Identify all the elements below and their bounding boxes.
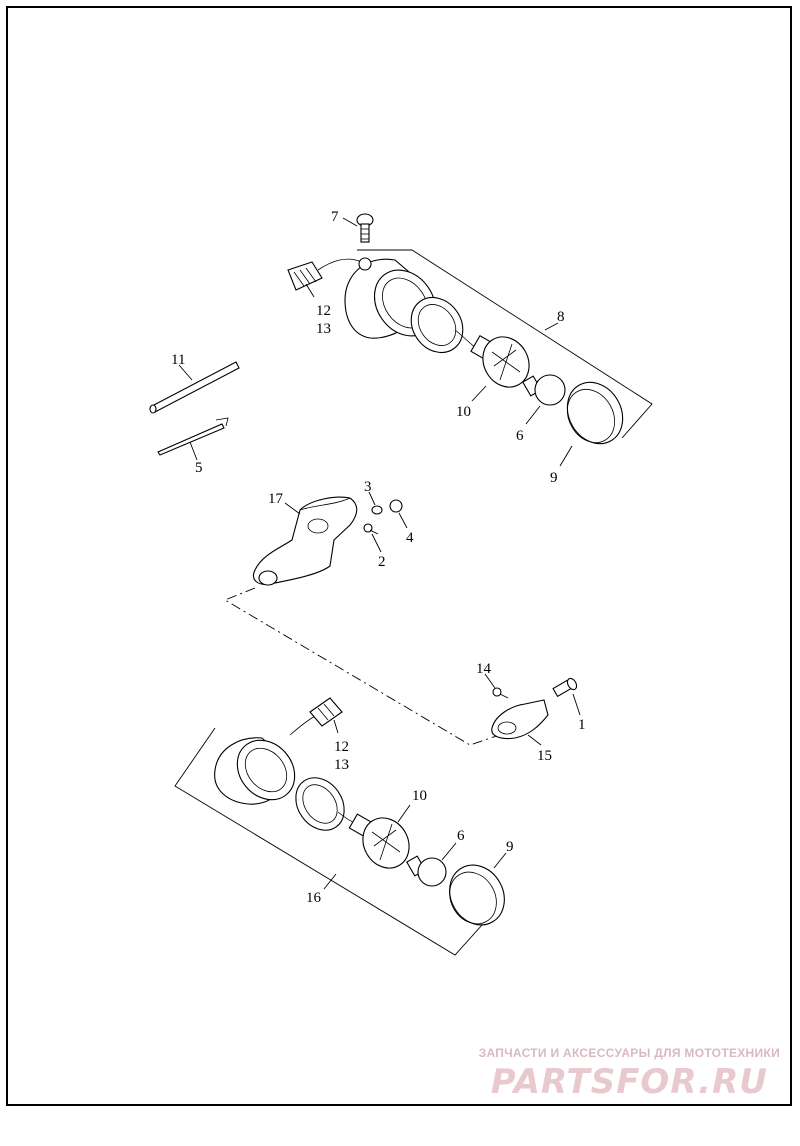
callout-6-bottom: 6 (457, 828, 465, 844)
callout-3: 3 (364, 479, 372, 495)
lens-bottom (449, 864, 505, 926)
socket-top (454, 329, 530, 388)
watermark-logo: PARTSFOR.RU (490, 1062, 768, 1102)
callout-8: 8 (557, 309, 565, 325)
gasket-top (410, 296, 464, 354)
bulb-bottom (406, 855, 447, 887)
callout-17: 17 (268, 491, 284, 507)
callout-12-top: 12 (316, 303, 331, 319)
callout-13-top: 13 (316, 321, 331, 337)
callout-15: 15 (537, 748, 552, 764)
leader-lines (178, 217, 581, 890)
drawing-frame (6, 6, 792, 1106)
lens-top (566, 381, 624, 445)
rod-11 (149, 361, 240, 414)
callout-12-bottom: 12 (334, 739, 349, 755)
upper-turn-signal-assembly (287, 213, 653, 445)
bracket-15 (491, 699, 549, 740)
watermark: ЗАПЧАСТИ И АКСЕССУАРЫ ДЛЯ МОТОТЕХНИКИ PA… (479, 1046, 780, 1102)
callout-16: 16 (306, 890, 322, 906)
socket-bottom (337, 811, 410, 869)
callout-14: 14 (476, 661, 492, 677)
callout-6-top: 6 (516, 428, 524, 444)
callout-labels: 7 12 13 8 11 10 6 9 5 17 3 4 2 14 1 15 1… (171, 209, 586, 906)
screw-1 (552, 677, 578, 698)
nut-4 (389, 499, 403, 513)
callout-9-top: 9 (550, 470, 558, 486)
connector-top (287, 258, 363, 291)
tie-5 (157, 417, 229, 456)
screw-2 (363, 523, 379, 535)
callout-2: 2 (378, 554, 386, 570)
lower-turn-signal-assembly (174, 697, 505, 956)
screw-14 (492, 687, 509, 699)
callout-9-bottom: 9 (506, 839, 514, 855)
callout-5: 5 (195, 460, 203, 476)
watermark-tagline: ЗАПЧАСТИ И АКСЕССУАРЫ ДЛЯ МОТОТЕХНИКИ (478, 1046, 780, 1060)
connector-bottom (289, 697, 343, 736)
bracket-17 (252, 496, 358, 586)
callout-4: 4 (406, 530, 414, 546)
callout-10-top: 10 (456, 404, 471, 420)
housing-bottom (214, 737, 296, 805)
bulb-top (522, 374, 566, 406)
washer-3 (371, 505, 383, 515)
gasket-bottom (295, 777, 345, 831)
callout-1: 1 (578, 717, 586, 733)
callout-7: 7 (331, 209, 339, 225)
callout-11: 11 (171, 352, 185, 368)
callout-13-bottom: 13 (334, 757, 349, 773)
callout-10-bottom: 10 (412, 788, 427, 804)
assembly-centerline (223, 587, 521, 746)
screw-7 (356, 213, 374, 243)
